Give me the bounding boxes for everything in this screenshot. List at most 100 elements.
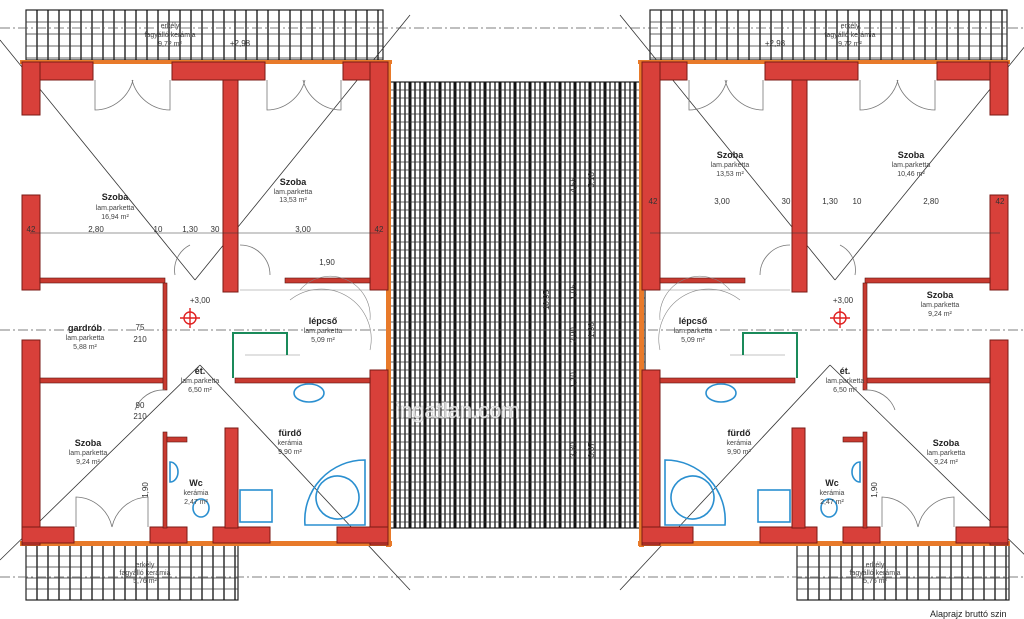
svg-text:erkély: erkély (161, 23, 180, 30)
svg-text:2,47 m²: 2,47 m² (184, 499, 208, 506)
room-label: erkély fagyálló kerámia 9,72 m² (145, 23, 196, 48)
svg-text:10,46 m²: 10,46 m² (897, 171, 925, 178)
room-label: Szoba lam.parketta 16,94 m² (96, 192, 135, 221)
svg-text:42: 42 (996, 197, 1005, 206)
svg-text:9,24 m²: 9,24 m² (934, 459, 958, 466)
svg-text:9,90 m²: 9,90 m² (727, 449, 751, 456)
svg-text:erkély: erkély (136, 562, 155, 569)
svg-text:1,90: 1,90 (587, 322, 596, 338)
svg-text:1,90: 1,90 (319, 258, 335, 267)
svg-text:2,80: 2,80 (923, 197, 939, 206)
svg-text:ét.: ét. (840, 366, 851, 376)
room-label: Szoba lam.parketta 9,24 m² (927, 438, 966, 466)
svg-text:9,24 m²: 9,24 m² (76, 459, 100, 466)
svg-text:10: 10 (853, 197, 862, 206)
svg-text:210: 210 (133, 335, 147, 344)
left-unit-labels: Szoba lam.parketta 16,94 m² Szoba lam.parke… (27, 23, 384, 585)
svg-text:3,00: 3,00 (295, 225, 311, 234)
svg-text:Szoba: Szoba (717, 150, 744, 160)
svg-text:fagyálló kerámia: fagyálló kerámia (120, 570, 171, 577)
svg-text:30: 30 (782, 197, 791, 206)
svg-text:lam.parketta: lam.parketta (66, 335, 105, 342)
roof-dimensions: 10,95 4,55 5,18 1,05 2,90 1,90 1,10 3,30… (542, 172, 596, 458)
svg-text:5,09 m²: 5,09 m² (311, 337, 335, 344)
svg-text:Wc: Wc (189, 478, 203, 488)
svg-text:16,94 m²: 16,94 m² (101, 214, 129, 221)
svg-text:lam.parketta: lam.parketta (927, 450, 966, 457)
svg-text:5,09 m²: 5,09 m² (681, 337, 705, 344)
svg-text:9,72 m²: 9,72 m² (838, 41, 862, 48)
balcony-bottom-left (25, 544, 239, 601)
svg-text:2,47 m²: 2,47 m² (820, 499, 844, 506)
svg-text:6,50 m²: 6,50 m² (188, 387, 212, 394)
svg-text:kerámia: kerámia (184, 490, 209, 497)
svg-text:9,72 m²: 9,72 m² (158, 41, 182, 48)
svg-text:lam.parketta: lam.parketta (96, 205, 135, 212)
svg-text:5,76 m²: 5,76 m² (133, 578, 157, 585)
room-label: Szoba lam.parketta 13,53 m² (711, 150, 750, 178)
svg-text:Szoba: Szoba (927, 290, 954, 300)
svg-text:kerámia: kerámia (727, 440, 752, 447)
svg-text:fagyálló kerámia: fagyálló kerámia (825, 32, 876, 39)
svg-text:10,95: 10,95 (542, 289, 551, 310)
svg-text:lam.parketta: lam.parketta (181, 378, 220, 385)
svg-text:fürdő: fürdő (728, 428, 751, 438)
svg-text:Szoba: Szoba (898, 150, 925, 160)
svg-text:gardrób: gardrób (68, 323, 103, 333)
svg-text:lam.parketta: lam.parketta (711, 162, 750, 169)
svg-text:fürdő: fürdő (279, 428, 302, 438)
balcony-bottom-right (796, 544, 1010, 601)
balcony-top-right (649, 9, 1008, 61)
svg-text:90: 90 (136, 401, 145, 410)
svg-text:Szoba: Szoba (280, 177, 307, 187)
svg-text:erkély: erkély (866, 562, 885, 569)
svg-text:fagyálló kerámia: fagyálló kerámia (145, 32, 196, 39)
svg-text:+2,98: +2,98 (765, 39, 786, 48)
svg-text:Szoba: Szoba (933, 438, 960, 448)
svg-text:kerámia: kerámia (278, 440, 303, 447)
room-label: Szoba lam.parketta 9,24 m² (69, 438, 108, 466)
room-label: Wc kerámia 2,47 m² (184, 478, 209, 506)
right-unit-labels: Szoba lam.parketta 13,53 m² Szoba lam.parke… (649, 23, 1005, 585)
axis-lines (0, 27, 1024, 578)
svg-text:3,00: 3,00 (714, 197, 730, 206)
tile-grids (25, 9, 1010, 601)
svg-text:fagyálló kerámia: fagyálló kerámia (850, 570, 901, 577)
svg-text:9,90 m²: 9,90 m² (278, 449, 302, 456)
svg-text:Szoba: Szoba (102, 192, 129, 202)
svg-text:2,80: 2,80 (88, 225, 104, 234)
svg-text:1,10: 1,10 (569, 372, 578, 388)
room-label: fürdő kerámia 9,90 m² (727, 428, 752, 456)
svg-text:lam.parketta: lam.parketta (892, 162, 931, 169)
svg-text:5,76 m²: 5,76 m² (863, 578, 887, 585)
svg-text:+3,00: +3,00 (190, 296, 211, 305)
room-label: Szoba lam.parketta 10,46 m² (892, 150, 931, 178)
svg-text:1,90: 1,90 (870, 482, 879, 498)
svg-text:lam.parketta: lam.parketta (274, 189, 313, 196)
svg-text:Szoba: Szoba (75, 438, 102, 448)
svg-text:75: 75 (136, 323, 145, 332)
watermark: ingatlan.com (395, 398, 520, 423)
svg-text:4,55: 4,55 (569, 177, 578, 193)
svg-text:1,30: 1,30 (822, 197, 838, 206)
svg-text:30: 30 (211, 225, 220, 234)
svg-text:lam.parketta: lam.parketta (69, 450, 108, 457)
svg-text:42: 42 (27, 225, 36, 234)
svg-text:kerámia: kerámia (820, 490, 845, 497)
caption: Alaprajz bruttó szin (930, 609, 1007, 619)
svg-text:13,53 m²: 13,53 m² (279, 197, 307, 204)
svg-text:1,05: 1,05 (569, 284, 578, 300)
svg-text:lam.parketta: lam.parketta (826, 378, 865, 385)
svg-text:lépcső: lépcső (679, 316, 708, 326)
svg-text:13,53 m²: 13,53 m² (716, 171, 744, 178)
